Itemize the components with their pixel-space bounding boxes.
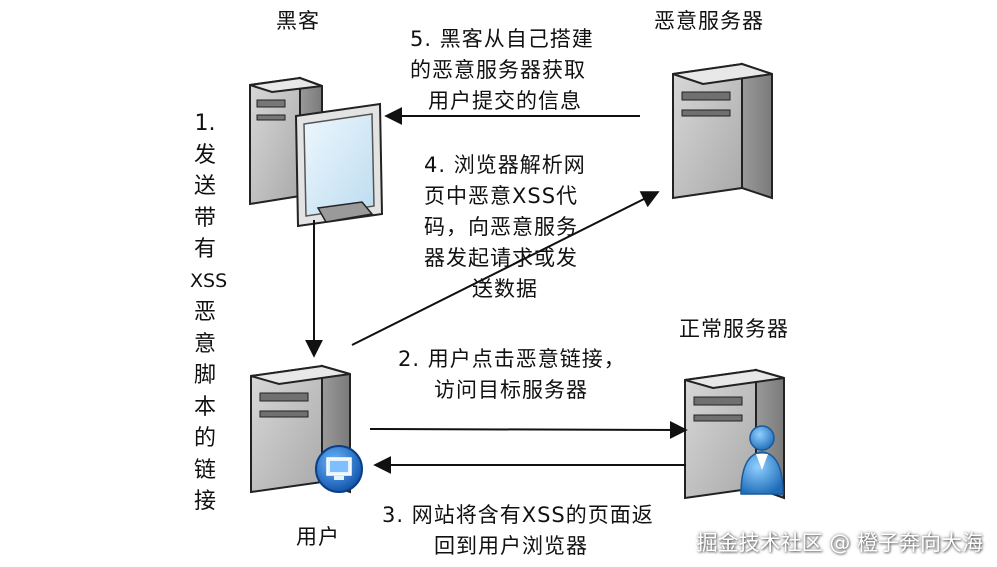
step1-char: 意 [193, 331, 216, 357]
browser-globe-icon [315, 445, 363, 493]
arrow-step4 [351, 191, 660, 346]
step4-line: 码，向恶意服务 [424, 215, 578, 239]
normal-server-icon [684, 368, 785, 500]
step4-line: 4. 浏览器解析网 [424, 153, 586, 177]
step4-line: 器发起请求或发 [424, 246, 578, 270]
malicious-server-label: 恶意服务器 [654, 9, 764, 33]
step4-text: 4. 浏览器解析网 页中恶意XSS代 码，向恶意服务 器发起请求或发 送数据 [424, 150, 586, 305]
step3-line: 3. 网站将含有XSS的页面返 [382, 503, 654, 527]
step1-char: 1. [194, 111, 216, 136]
malicious-server-icon [672, 62, 773, 200]
step1-char: 有 [193, 237, 216, 262]
step1-char: 的 [193, 426, 216, 451]
step1-char: 本 [193, 394, 216, 420]
step1-char: XSS [190, 269, 228, 292]
step5-line: 用户提交的信息 [428, 89, 582, 113]
step2-text: 2. 用户点击恶意链接， 访问目标服务器 [398, 344, 626, 406]
step1-char: 恶 [193, 300, 216, 325]
watermark: 掘金技术社区 @ 橙子奔向大海 [696, 531, 983, 555]
user-computer-icon [250, 364, 363, 494]
step1-char: 发 [193, 142, 216, 168]
hacker-computer-icon [249, 76, 384, 228]
step3-text: 3. 网站将含有XSS的页面返 回到用户浏览器 [382, 500, 654, 562]
hacker-label: 黑客 [276, 9, 320, 33]
step2-line: 2. 用户点击恶意链接， [398, 347, 626, 371]
step5-text: 5. 黑客从自己搭建 的恶意服务器获取 用户提交的信息 [410, 24, 594, 117]
step1-char: 接 [193, 489, 216, 514]
normal-server-label: 正常服务器 [679, 317, 789, 341]
step1-char: 脚 [193, 363, 216, 388]
step1-char: 送 [193, 174, 216, 199]
user-label: 用户 [296, 525, 340, 549]
person-icon [740, 425, 784, 495]
step2-line: 访问目标服务器 [434, 378, 588, 402]
step1-char: 链 [193, 457, 216, 483]
step4-line: 送数据 [472, 277, 538, 301]
step1-char: 带 [193, 205, 216, 231]
arrow-step2 [369, 420, 688, 439]
step1-text: 1. 发 送 带 有 XSS 恶 意 脚 本 的 链 接 [190, 108, 228, 518]
step5-line: 5. 黑客从自己搭建 [410, 27, 594, 51]
step5-line: 的恶意服务器获取 [410, 58, 586, 82]
step4-line: 页中恶意XSS代 [424, 184, 579, 208]
step3-line: 回到用户浏览器 [434, 534, 588, 558]
